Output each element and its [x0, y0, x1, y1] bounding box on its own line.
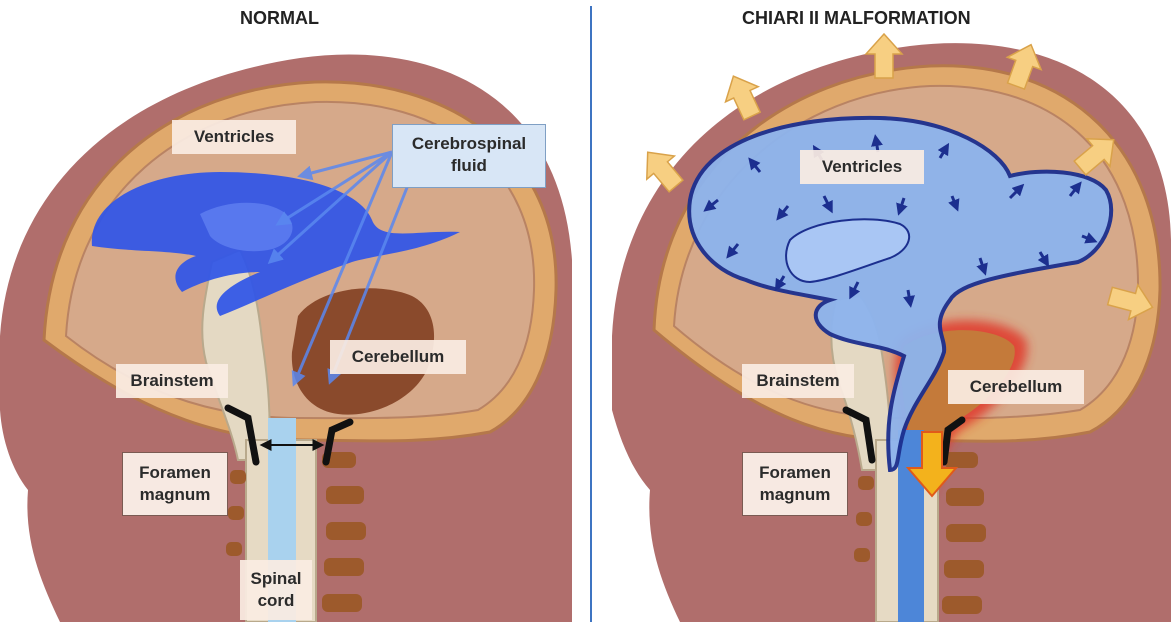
label-spinal-cord: Spinal cord [240, 560, 312, 620]
label-foramen-normal-line1: Foramen [123, 462, 227, 484]
label-foramen-chiari-line2: magnum [743, 484, 847, 506]
label-spinal-line1: Spinal [240, 568, 312, 590]
label-ventricles-normal: Ventricles [172, 120, 296, 154]
label-foramen-normal: Foramen magnum [122, 452, 228, 516]
label-brainstem-normal: Brainstem [116, 364, 228, 398]
label-csf-line2: fluid [393, 155, 545, 177]
label-cerebellum-chiari: Cerebellum [948, 370, 1084, 404]
label-csf-line1: Cerebrospinal [393, 133, 545, 155]
chiari-panel [612, 34, 1171, 622]
label-ventricles-chiari: Ventricles [800, 150, 924, 184]
label-cerebellum-normal: Cerebellum [330, 340, 466, 374]
label-csf: Cerebrospinal fluid [392, 124, 546, 188]
label-spinal-line2: cord [240, 590, 312, 612]
spinal-cord-chiari [898, 430, 924, 622]
label-foramen-chiari: Foramen magnum [742, 452, 848, 516]
title-chiari: CHIARI II MALFORMATION [742, 8, 971, 29]
label-brainstem-chiari: Brainstem [742, 364, 854, 398]
title-normal: NORMAL [240, 8, 319, 29]
label-foramen-chiari-line1: Foramen [743, 462, 847, 484]
label-foramen-normal-line2: magnum [123, 484, 227, 506]
